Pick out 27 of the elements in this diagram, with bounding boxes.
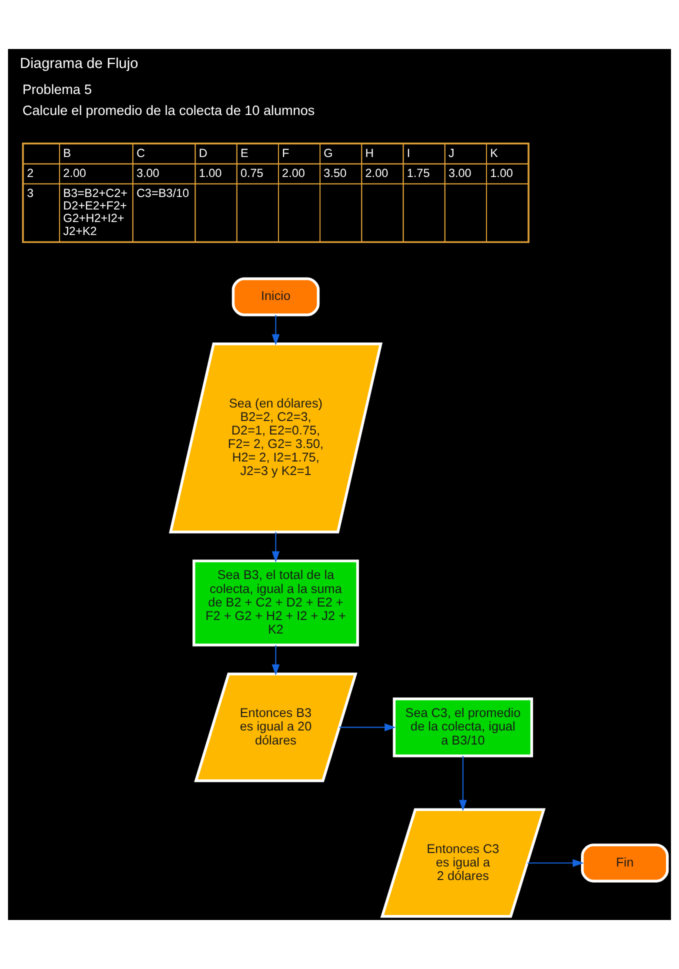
label: 2.00 <box>365 166 388 180</box>
label: J <box>448 146 454 160</box>
label: 2 <box>27 166 34 180</box>
label: 3.00 <box>448 166 472 180</box>
label: F <box>282 146 290 160</box>
label: 0.75 <box>240 166 264 180</box>
label: 2.00 <box>282 166 305 180</box>
label: 3 <box>27 186 34 200</box>
label: 3.00 <box>136 166 160 180</box>
label: B3=B2+C2+ D2+E2+F2+ G2+H2+I2+ J2+K2 <box>63 186 128 238</box>
label: K <box>490 146 498 160</box>
diagram-title: Diagrama de Flujo <box>20 56 138 72</box>
label: H <box>365 146 374 160</box>
label: C <box>136 146 145 160</box>
label: 1.00 <box>198 166 222 180</box>
label: 1.00 <box>490 166 513 180</box>
label: I <box>406 146 410 160</box>
label: Calcule el promedio de la colecta de 10 alumnos <box>22 103 315 118</box>
label: 3.50 <box>324 166 347 180</box>
label: E <box>240 146 248 160</box>
label: Problema 5 <box>22 82 92 98</box>
label: G <box>324 146 333 160</box>
label: B <box>63 146 72 160</box>
label: 1.75 <box>406 166 430 180</box>
label: D <box>198 146 208 160</box>
label: C3=B3/10 <box>136 186 190 200</box>
label: 2.00 <box>63 166 86 180</box>
